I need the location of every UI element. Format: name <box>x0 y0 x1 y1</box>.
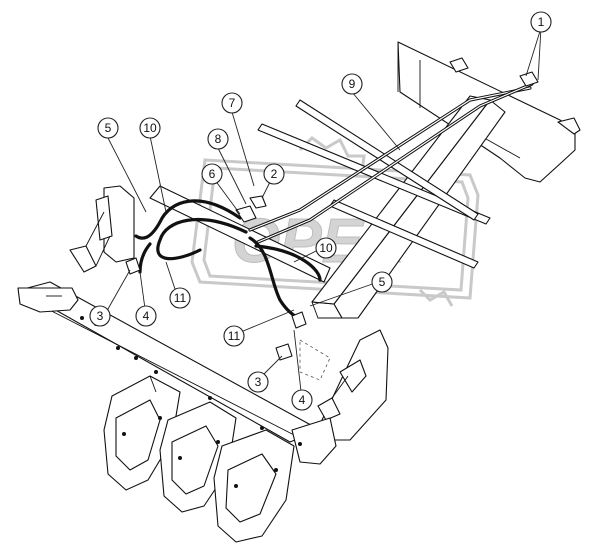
svg-text:8: 8 <box>215 132 222 146</box>
left-cylinder <box>69 185 135 273</box>
cross-tubes <box>149 99 491 283</box>
callout-4-left: 4 <box>135 305 157 327</box>
svg-text:9: 9 <box>349 77 356 91</box>
svg-text:10: 10 <box>143 121 157 135</box>
right-cylinder <box>291 329 389 465</box>
svg-text:4: 4 <box>143 309 150 323</box>
shank-right <box>213 429 295 543</box>
svg-text:10: 10 <box>319 241 333 255</box>
callout-2: 2 <box>263 163 285 185</box>
svg-text:2: 2 <box>271 167 278 181</box>
svg-text:4: 4 <box>299 393 306 407</box>
callout-3-left: 3 <box>89 305 111 327</box>
callout-1: 1 <box>530 11 552 33</box>
svg-text:6: 6 <box>209 167 216 181</box>
fittings <box>125 71 539 361</box>
callouts: 1 9 7 8 2 6 5 10 <box>89 11 552 411</box>
callout-7: 7 <box>221 92 243 114</box>
svg-text:11: 11 <box>228 329 241 343</box>
callout-6: 6 <box>201 163 223 185</box>
svg-text:5: 5 <box>379 275 386 289</box>
svg-text:7: 7 <box>229 96 236 110</box>
svg-text:11: 11 <box>174 291 187 305</box>
callout-3-right: 3 <box>247 371 269 393</box>
callout-11-mid: 11 <box>223 325 245 347</box>
callout-10-lower: 10 <box>315 237 337 259</box>
watermark-gear <box>298 136 454 307</box>
svg-text:3: 3 <box>255 375 262 389</box>
leader-lines <box>103 27 542 401</box>
svg-text:1: 1 <box>538 15 545 29</box>
hydraulic-hoses <box>134 82 534 322</box>
callout-8: 8 <box>207 128 229 150</box>
callout-9: 9 <box>341 73 363 95</box>
callout-4-right: 4 <box>291 389 313 411</box>
callout-5-upper: 5 <box>97 117 119 139</box>
shank-left <box>103 375 181 491</box>
svg-text:5: 5 <box>105 121 112 135</box>
svg-text:3: 3 <box>97 309 104 323</box>
callout-5-lower: 5 <box>371 271 393 293</box>
callout-11-left: 11 <box>169 287 191 309</box>
callout-10-upper: 10 <box>139 117 161 139</box>
